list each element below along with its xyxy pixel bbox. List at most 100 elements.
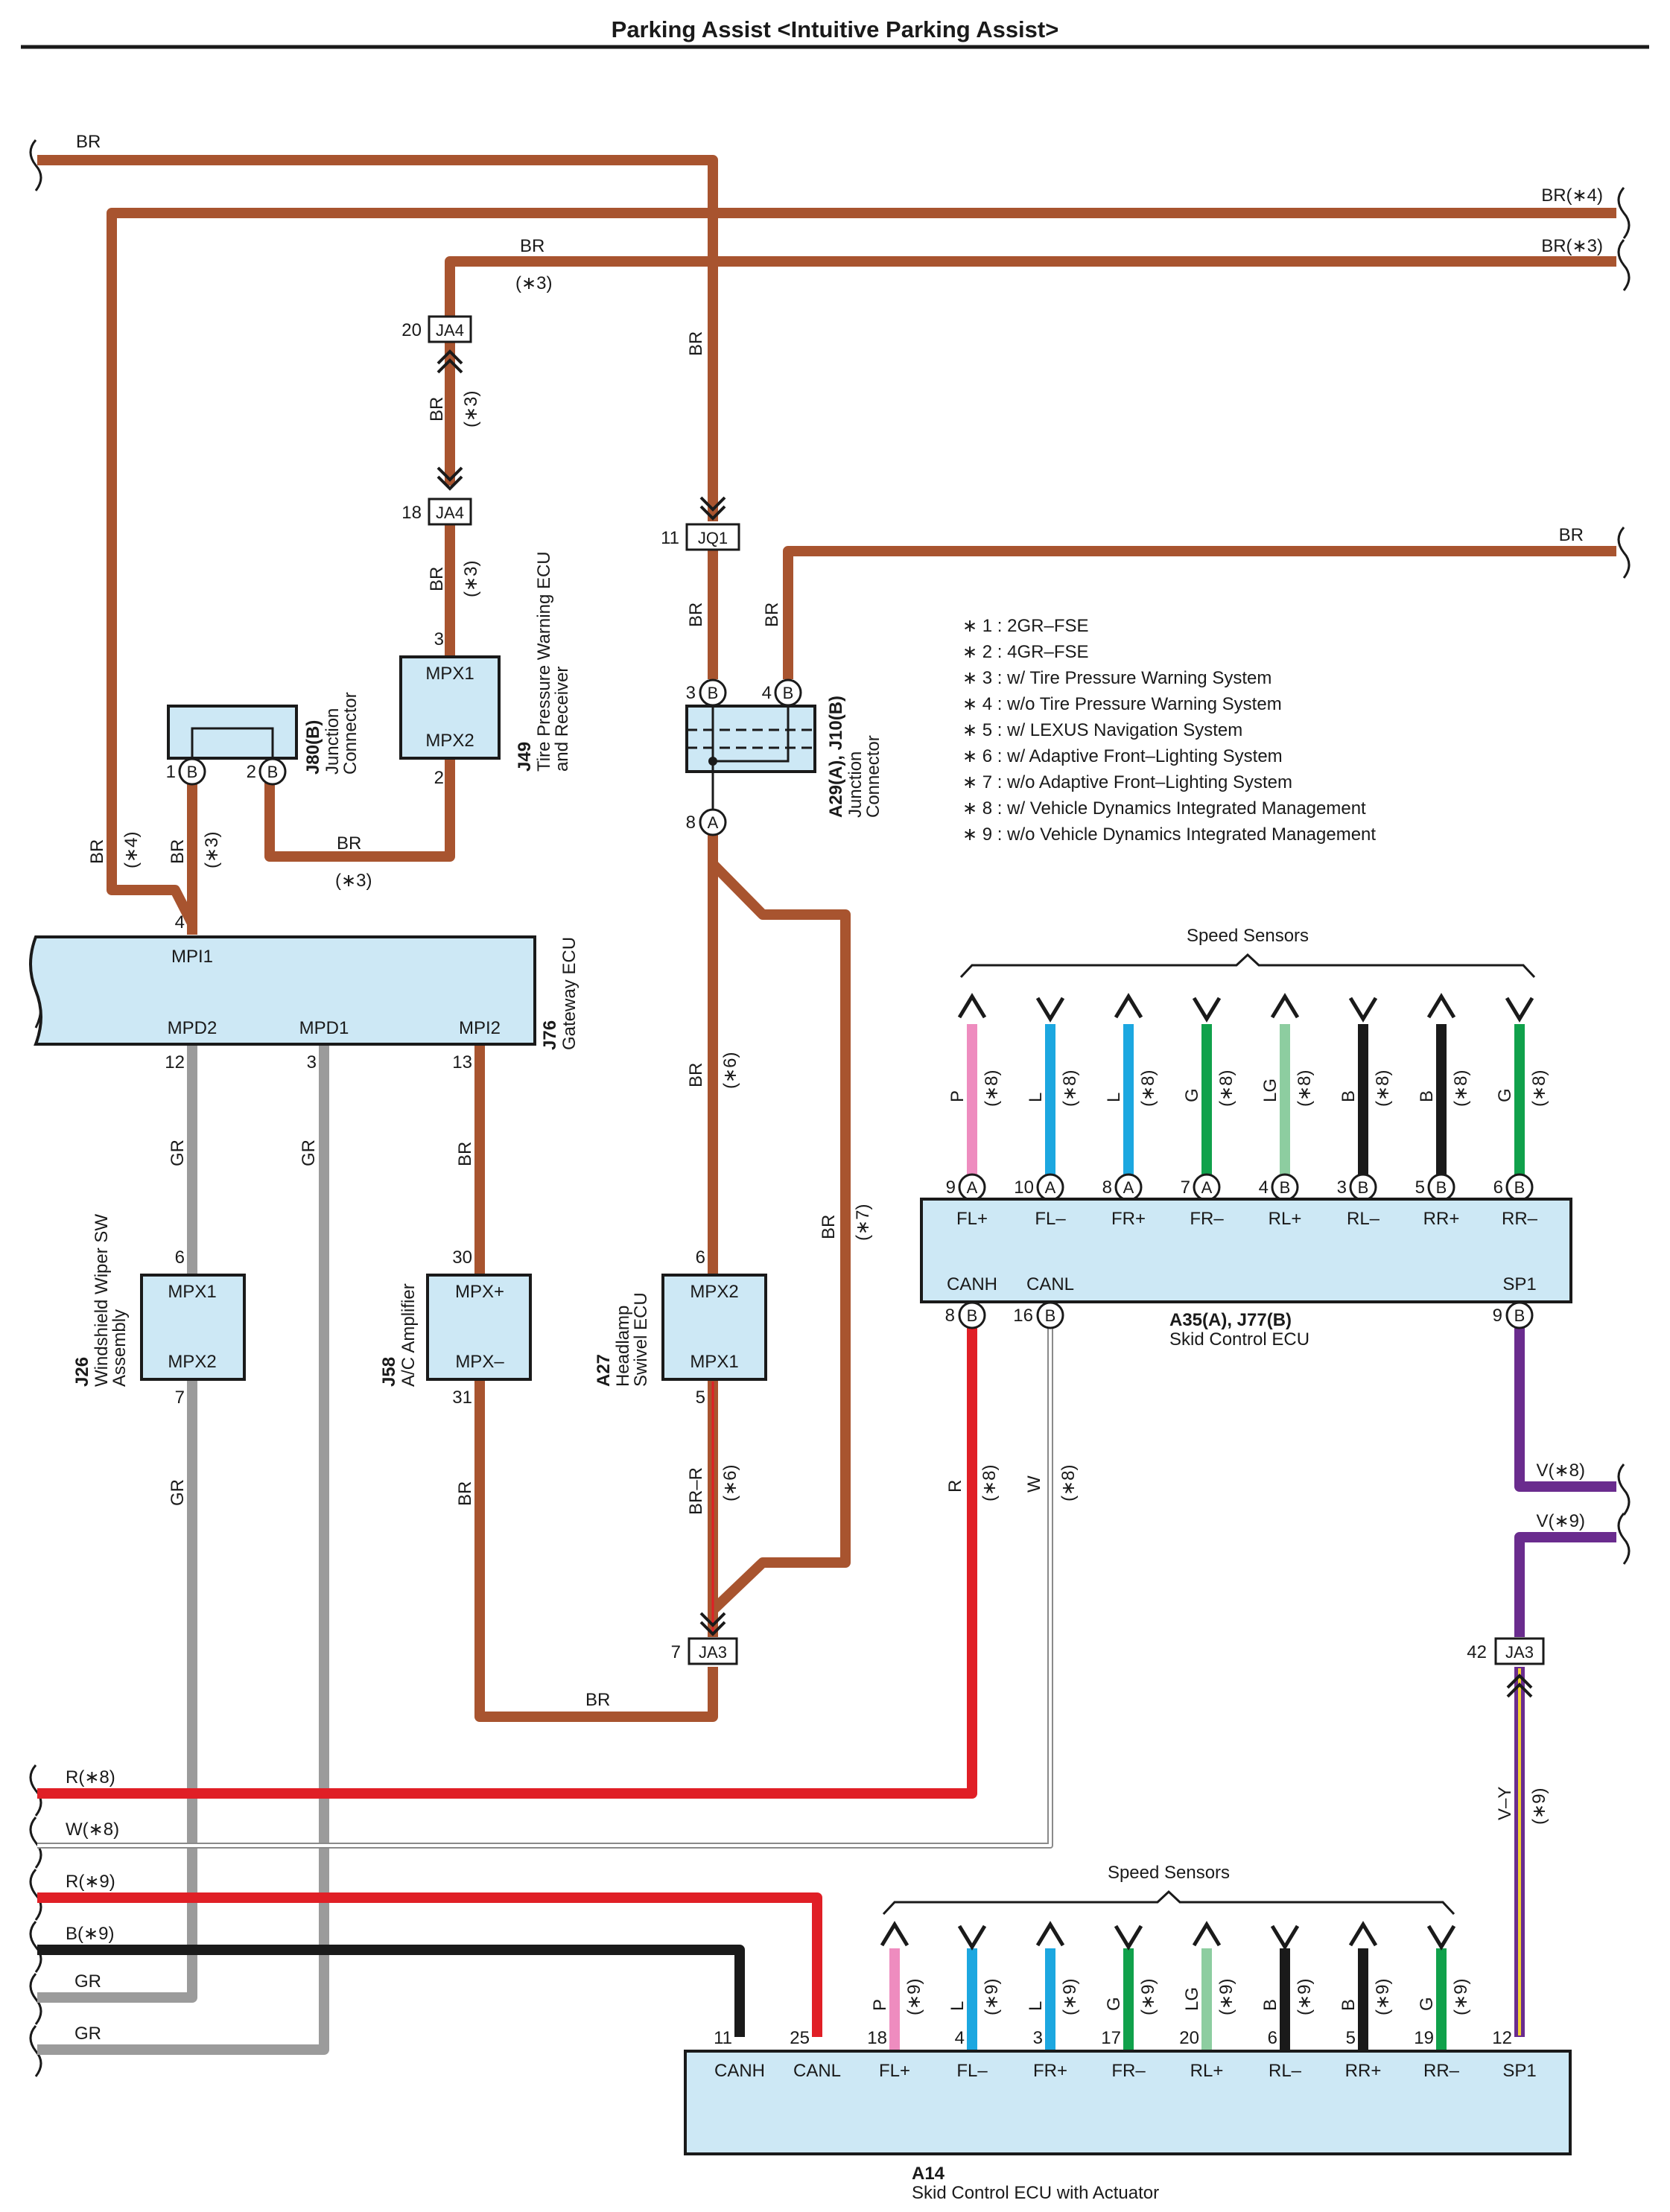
a35-wire-color-label: P — [947, 1090, 968, 1102]
svg-text:31: 31 — [452, 1388, 472, 1408]
svg-text:(∗6): (∗6) — [720, 1052, 740, 1089]
wire-v-n9 — [1514, 1532, 1616, 1637]
a14-terminal-label: RR+ — [1345, 2061, 1382, 2081]
svg-text:Skid Control ECU: Skid Control ECU — [1169, 1329, 1309, 1350]
a35-terminal-label: FR– — [1190, 1209, 1224, 1229]
a14-pin-number: 4 — [955, 2028, 965, 2048]
svg-text:4: 4 — [762, 683, 772, 703]
svg-text:W(∗8): W(∗8) — [66, 1820, 119, 1840]
wire-br-right — [783, 546, 1616, 679]
svg-text:9: 9 — [1493, 1306, 1502, 1326]
svg-text:B: B — [187, 763, 198, 781]
svg-text:Swivel ECU: Swivel ECU — [631, 1292, 651, 1387]
svg-text:V(∗9): V(∗9) — [1537, 1511, 1585, 1531]
svg-text:J80(B): J80(B) — [303, 720, 323, 775]
a35-wire-note-label: (∗8) — [1373, 1070, 1393, 1107]
a14-sensor-wire-FL+: P(∗9)18 — [867, 1921, 924, 2051]
a14-wire-color-label: LG — [1182, 1987, 1202, 2011]
a35-pin-number: 4 — [1259, 1177, 1269, 1198]
svg-text:(∗8): (∗8) — [1058, 1465, 1079, 1501]
speed-sensors-bracket-lower — [882, 1890, 1455, 1916]
svg-text:8: 8 — [945, 1306, 955, 1326]
svg-text:BR: BR — [686, 1063, 706, 1087]
svg-text:A14: A14 — [912, 2164, 945, 2184]
svg-text:MPX1: MPX1 — [168, 1282, 216, 1302]
a35-terminal-label: FR+ — [1111, 1209, 1146, 1229]
svg-text:(∗8): (∗8) — [980, 1465, 1000, 1501]
svg-text:Connector: Connector — [863, 735, 883, 818]
svg-text:CANL: CANL — [793, 2061, 841, 2081]
junction-j80: B B 1 2 J80(B) Junction Connector — [166, 692, 361, 786]
svg-text:GR: GR — [299, 1140, 319, 1166]
a14-sensor-wire-FR–: G(∗9)17 — [1101, 1925, 1158, 2051]
a35-pin-conn: B — [1514, 1178, 1525, 1197]
connector-ja3-left: JA3 7 — [671, 1612, 738, 1665]
speed-sensors-bracket-upper — [959, 953, 1536, 979]
a14-sensor-wires: P(∗9)18L(∗9)4L(∗9)3G(∗9)17LG(∗9)20B(∗9)6… — [867, 1921, 1471, 2051]
a14-pin-number: 17 — [1101, 2028, 1121, 2048]
a14-wire-color-label: G — [1104, 1997, 1124, 2011]
a14-sensor-wire-FL–: L(∗9)4 — [947, 1925, 1002, 2051]
svg-text:Headlamp: Headlamp — [613, 1306, 633, 1387]
svg-text:A: A — [708, 813, 719, 832]
speed-sensors-label-lower: Speed Sensors — [1108, 1863, 1230, 1883]
a35-pin-number: 9 — [946, 1177, 956, 1198]
note-4: ∗ 4 : w/o Tire Pressure Warning System — [962, 694, 1282, 714]
svg-text:(∗3): (∗3) — [202, 832, 222, 868]
svg-text:B: B — [1514, 1306, 1525, 1325]
page-title: Parking Assist <Intuitive Parking Assist… — [612, 16, 1059, 42]
svg-text:J26: J26 — [72, 1357, 92, 1387]
svg-text:JA4: JA4 — [436, 503, 464, 522]
svg-text:BR: BR — [168, 839, 188, 864]
note-9: ∗ 9 : w/o Vehicle Dynamics Integrated Ma… — [962, 824, 1376, 845]
svg-text:5: 5 — [696, 1388, 705, 1408]
svg-text:(∗3): (∗3) — [461, 391, 481, 428]
a14-wire-note-label: (∗9) — [1373, 1979, 1393, 2015]
note-8: ∗ 8 : w/ Vehicle Dynamics Integrated Man… — [962, 798, 1366, 819]
a14-wire-color-label: L — [1026, 2001, 1046, 2011]
note-1: ∗ 1 : 2GR–FSE — [962, 616, 1089, 636]
svg-text:B: B — [708, 684, 719, 702]
a14-terminal-label: FR– — [1111, 2061, 1146, 2081]
svg-text:(∗4): (∗4) — [121, 832, 142, 868]
svg-text:B: B — [267, 763, 279, 781]
svg-text:and Receiver: and Receiver — [552, 667, 572, 772]
svg-text:GR: GR — [74, 1971, 101, 1992]
a35-sensor-wire-RL–: B(∗8)B3 — [1337, 997, 1393, 1201]
a35-pin-number: 8 — [1102, 1177, 1112, 1198]
a14-terminal-label: FR+ — [1033, 2061, 1067, 2081]
svg-text:12: 12 — [1492, 2028, 1512, 2048]
a14-wire-color-label: G — [1417, 1997, 1437, 2011]
wire-br-n7 — [708, 860, 851, 1637]
a35-terminal-label: FL+ — [956, 1209, 988, 1229]
ecu-a14: FL+FL–FR+FR–RL+RL–RR+RR– CANH CANL SP1 1… — [684, 2028, 1572, 2203]
a14-terminal-label: RL+ — [1190, 2061, 1224, 2081]
a35-pin-number: 6 — [1493, 1177, 1503, 1198]
svg-text:MPX2: MPX2 — [168, 1352, 216, 1372]
speed-sensors-label-upper: Speed Sensors — [1187, 926, 1309, 946]
svg-text:A29(A), J10(B): A29(A), J10(B) — [826, 696, 846, 818]
svg-text:11: 11 — [714, 2028, 732, 2048]
a35-pin-conn: B — [1436, 1178, 1447, 1197]
a14-pin-number: 5 — [1346, 2028, 1356, 2048]
svg-text:(∗3): (∗3) — [515, 273, 552, 293]
a35-terminal-label: RL– — [1347, 1209, 1380, 1229]
wire-br-top — [37, 155, 718, 521]
a35-wire-note-label: (∗8) — [1295, 1070, 1315, 1107]
svg-text:MPI1: MPI1 — [171, 947, 213, 967]
svg-text:1: 1 — [166, 762, 176, 782]
a14-wire-note-label: (∗9) — [904, 1979, 924, 2015]
svg-text:A35(A), J77(B): A35(A), J77(B) — [1169, 1310, 1292, 1330]
svg-text:BR–R: BR–R — [686, 1467, 706, 1515]
a35-sensor-wire-RR+: B(∗8)B5 — [1415, 993, 1471, 1201]
a14-terminal-label: RR– — [1423, 2061, 1460, 2081]
svg-text:MPX+: MPX+ — [455, 1282, 504, 1302]
svg-text:A/C Amplifier: A/C Amplifier — [399, 1283, 419, 1387]
a14-wire-note-label: (∗9) — [1060, 1979, 1080, 2015]
svg-text:Windshield Wiper SW: Windshield Wiper SW — [92, 1214, 112, 1387]
wire-r-n8 — [37, 1327, 977, 1799]
svg-text:BR: BR — [455, 1142, 475, 1166]
a35-terminal-label: RR– — [1502, 1209, 1538, 1229]
a35-sensor-wire-FL–: L(∗8)A10 — [1014, 997, 1080, 1201]
svg-text:BR: BR — [762, 603, 782, 627]
